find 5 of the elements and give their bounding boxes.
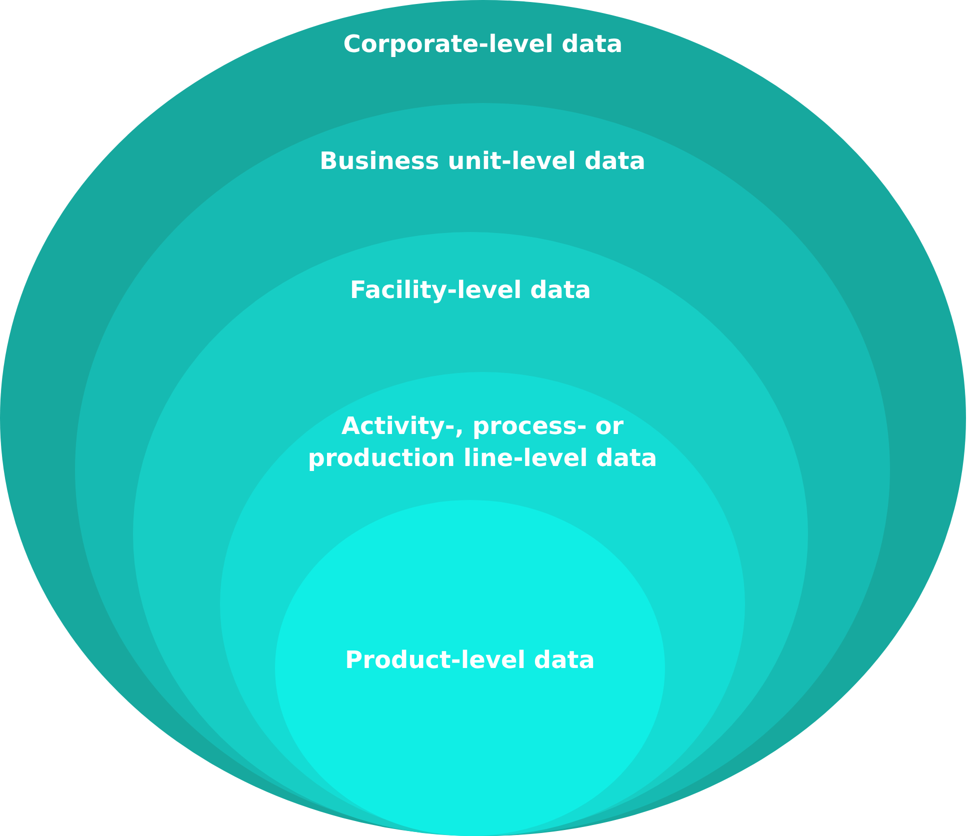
level-label: Corporate-level data [343,29,623,60]
level-label: Facility-level data [350,275,592,306]
level-label: Product-level data [345,645,595,676]
level-label: Activity-, process- or production line-level data [306,411,658,474]
level-label: Business unit-level data [319,146,646,177]
